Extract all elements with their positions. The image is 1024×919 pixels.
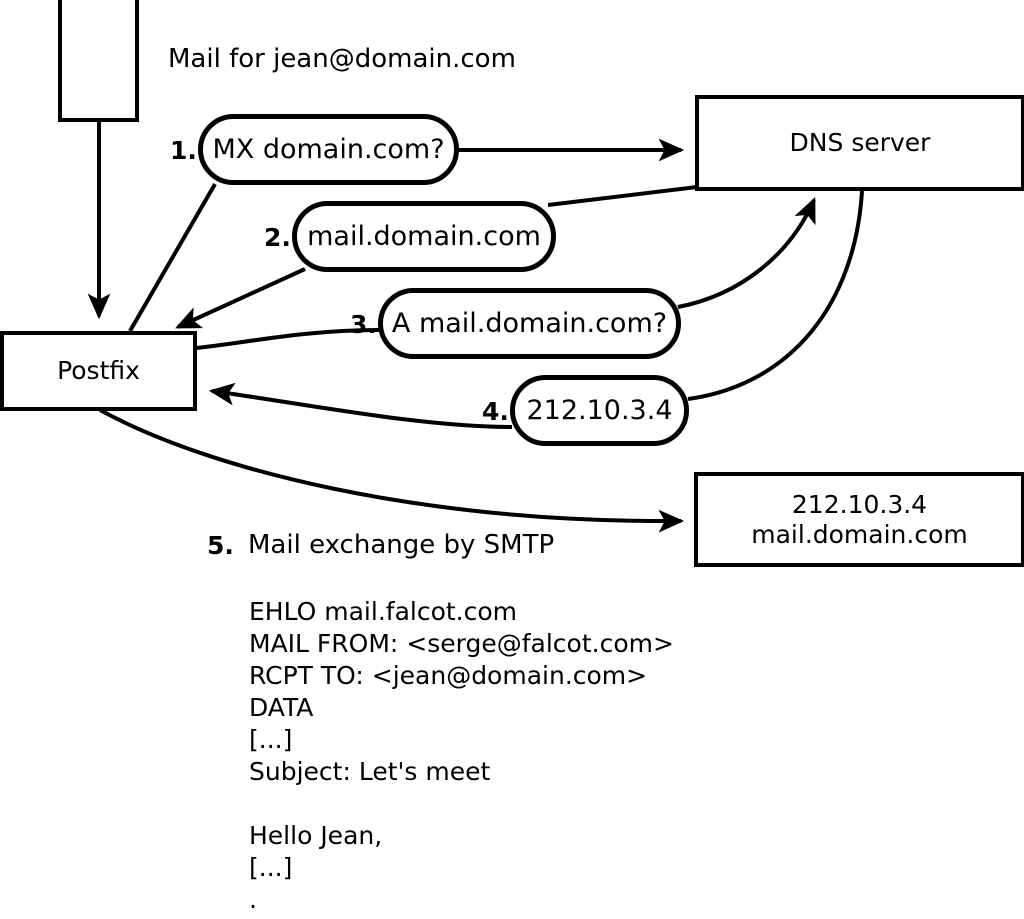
destination-ip: 212.10.3.4 (791, 489, 928, 519)
smtp-transcript: EHLO mail.falcot.com MAIL FROM: <serge@f… (249, 597, 674, 914)
step-3-bubble[interactable]: A mail.domain.com? (378, 288, 681, 359)
step-4-label: 212.10.3.4 (526, 395, 673, 426)
step-3-number: 3. (350, 310, 377, 339)
step-2-bubble[interactable]: mail.domain.com (292, 201, 556, 272)
dns-server-label: DNS server (789, 128, 931, 157)
edge-step2-to-postfix (175, 267, 306, 329)
dns-server-node[interactable]: DNS server (695, 95, 1024, 191)
step-5-number: 5. (207, 531, 234, 560)
step-2-number: 2. (264, 223, 291, 252)
edge-step1-tail-to-postfix (128, 182, 217, 333)
edge-step4-tail-to-dns (687, 190, 864, 401)
postfix-label: Postfix (57, 356, 140, 385)
edge-postfix-to-destination (99, 408, 685, 533)
edge-step2-tail-to-dns (547, 185, 698, 207)
step-3-label: A mail.domain.com? (391, 308, 668, 339)
page-title: Mail for jean@domain.com (168, 44, 516, 74)
postfix-node[interactable]: Postfix (0, 331, 197, 411)
edge-step4-to-postfix (208, 382, 513, 429)
step-5-label: Mail exchange by SMTP (248, 530, 555, 560)
step-1-bubble[interactable]: MX domain.com? (198, 114, 459, 185)
sender-box[interactable] (58, 0, 139, 122)
destination-host: mail.domain.com (751, 519, 968, 549)
step-2-label: mail.domain.com (307, 221, 541, 252)
destination-node[interactable]: 212.10.3.4 mail.domain.com (694, 472, 1024, 567)
step-4-bubble[interactable]: 212.10.3.4 (510, 375, 689, 446)
step-1-number: 1. (170, 136, 197, 165)
edge-step3-to-dns (677, 197, 816, 309)
step-1-label: MX domain.com? (212, 134, 445, 165)
step-4-number: 4. (482, 397, 509, 426)
edge-step3-tail-to-postfix (195, 328, 380, 350)
